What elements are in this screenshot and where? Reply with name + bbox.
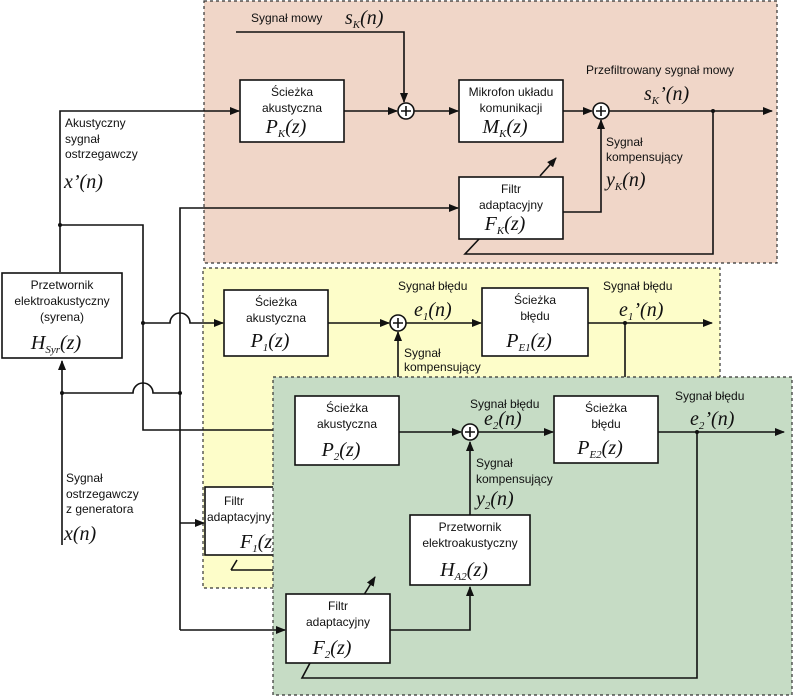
mk-label: komunikacji [480, 101, 543, 115]
error-signal-1-label: Sygnał błędu [398, 279, 467, 293]
pk-label: akustyczna [262, 101, 322, 115]
pe2-label: Ścieżka [585, 400, 627, 415]
speech-signal-symbol: sK(n) [345, 7, 384, 31]
compensating-signal-label: kompensujący [606, 150, 683, 164]
acoustic-warning-symbol: x’(n) [63, 171, 103, 193]
compensating-signal-2-label: kompensujący [476, 472, 553, 486]
p2-label: akustyczna [317, 417, 377, 431]
hsyr-label: Przetwornik [31, 278, 95, 292]
error-signal-1-out-symbol: e1’(n) [619, 299, 664, 323]
p1-transfer-function: P1(z) [250, 330, 290, 354]
f2-transfer-function: F2(z) [312, 637, 352, 661]
error-signal-1-symbol: e1(n) [414, 299, 452, 323]
f1-labels: Filtr adaptacyjny [207, 494, 271, 524]
pe2-label: błędu [591, 417, 620, 431]
ha2-label: elektroakustyczny [422, 536, 517, 550]
mk-transfer-function: MK(z) [481, 116, 527, 140]
hsyr-label: (syrena) [40, 310, 84, 324]
error-signal-2-label: Sygnał błędu [470, 397, 539, 411]
acoustic-warning-label: ostrzegawczy [65, 147, 138, 161]
error-signal-2-out-label: Sygnał błędu [675, 389, 744, 403]
error-signal-2-symbol: e2(n) [484, 408, 522, 432]
generator-signal-symbol: x(n) [63, 523, 97, 545]
pe1-transfer-function: PE1(z) [505, 330, 552, 354]
pe2-transfer-function: PE2(z) [576, 437, 623, 461]
compensating-signal-label: Sygnał [606, 135, 643, 149]
generator-signal-label: Sygnał [66, 471, 103, 485]
f1-label: adaptacyjny [207, 510, 271, 524]
compensating-signal-1-label: kompensujący [404, 360, 481, 374]
summing-junctions [389, 102, 610, 441]
hsyr-transfer-function: HSyr(z) [30, 332, 82, 356]
p2-transfer-function: P2(z) [321, 439, 361, 463]
hsyr-block: Przetwornik elektroakustyczny (syrena) HSyr… [1, 272, 123, 359]
pk-label: Ścieżka [271, 84, 313, 99]
f2-label: Filtr [328, 599, 348, 613]
fk-label: adaptacyjny [479, 198, 543, 212]
generator-signal-label: ostrzegawczy [66, 487, 139, 501]
pk-transfer-function: PK(z) [265, 116, 307, 140]
error-signal-1-out-label: Sygnał błędu [603, 279, 672, 293]
p2-label: Ścieżka [326, 400, 368, 415]
p1-label: akustyczna [246, 311, 306, 325]
compensating-signal-symbol: yK(n) [604, 169, 646, 193]
compensating-signal-2-symbol: y2(n) [474, 488, 514, 512]
fk-transfer-function: FK(z) [484, 213, 526, 237]
hsyr-label: elektroakustyczny [14, 294, 109, 308]
acoustic-warning-label: sygnał [65, 132, 100, 146]
acoustic-warning-label: Akustyczny [65, 116, 126, 130]
speech-signal-label: Sygnał mowy [251, 11, 322, 25]
compensating-signal-2-label: Sygnał [476, 456, 513, 470]
ha2-label: Przetwornik [439, 520, 503, 534]
wires-top [58, 31, 773, 630]
wires-bottom [180, 428, 785, 679]
mk-label: Mikrofon układu [469, 85, 554, 99]
filtered-speech-label: Przefiltrowany sygnał mowy [586, 63, 734, 77]
error-signal-2-out-symbol: e2’(n) [690, 408, 735, 432]
ha2-transfer-function: HA2(z) [439, 559, 488, 583]
generator-signal-label: z generatora [66, 502, 134, 516]
pe1-label: Ścieżka [514, 292, 556, 307]
fk-label: Filtr [501, 182, 521, 196]
pe1-label: błędu [520, 309, 549, 323]
compensating-signal-1-label: Sygnał [404, 346, 441, 360]
f2-label: adaptacyjny [306, 615, 370, 629]
filtered-speech-symbol: sK’(n) [644, 83, 689, 107]
p1-label: Ścieżka [255, 294, 297, 309]
f1-label: Filtr [224, 494, 244, 508]
